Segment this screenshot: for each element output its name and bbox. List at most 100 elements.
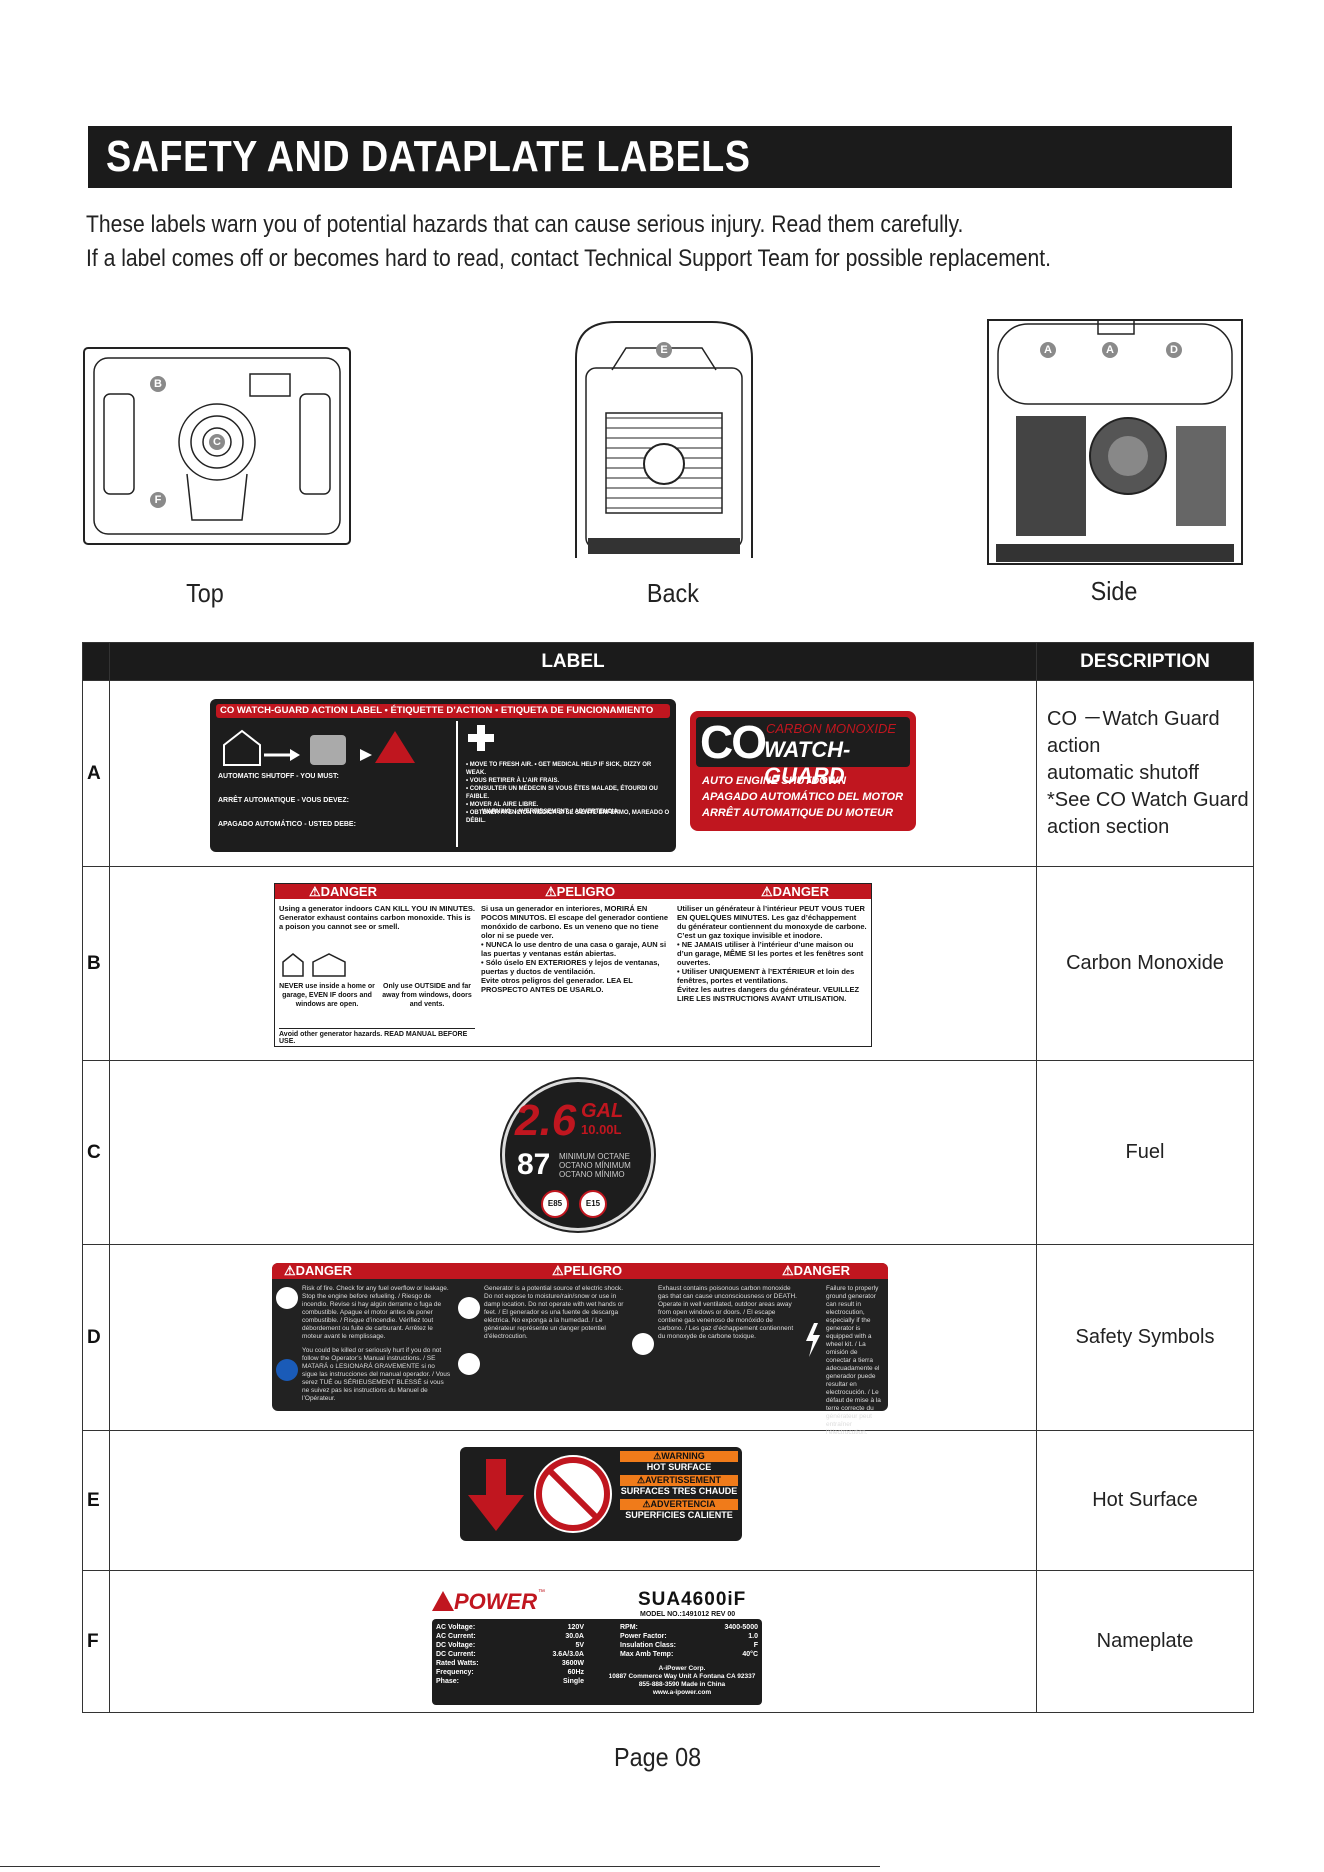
marker-d: D — [1166, 342, 1182, 358]
desc-a: CO －Watch Guard action automatic shutoff… — [1036, 680, 1254, 867]
desc-e: Hot Surface — [1036, 1430, 1254, 1571]
page-title: SAFETY AND DATAPLATE LABELS — [106, 132, 751, 181]
desc-d: Safety Symbols — [1036, 1244, 1254, 1431]
section-title-bar: SAFETY AND DATAPLATE LABELS — [88, 126, 1232, 188]
row-letter-d: D — [82, 1244, 110, 1431]
page-number: Page 08 — [614, 1742, 702, 1772]
fuel-liters: 10.00L — [581, 1122, 622, 1137]
danger-2: ⚠DANGER — [761, 884, 829, 899]
label-b-never: NEVER use inside a home or garage, EVEN … — [279, 983, 375, 1008]
label-a-es-title: APAGADO AUTOMÁTICO - USTED DEBE: — [218, 821, 356, 828]
octane-text: MINIMUM OCTANE OCTANO MÍNIMUM OCTANO MÍN… — [559, 1152, 631, 1179]
generator-top-view: B C F — [82, 346, 352, 546]
table-header: LABEL DESCRIPTION — [82, 642, 1254, 681]
no-e15-icon: E15 — [579, 1190, 607, 1218]
danger-2: ⚠DANGER — [782, 1263, 850, 1278]
label-a-divider — [456, 721, 458, 847]
medical-cross-icon — [466, 723, 496, 753]
generator-back-view: E — [566, 318, 762, 564]
row-letter-c: C — [82, 1060, 110, 1245]
label-cell-d: ⚠DANGER ⚠PELIGRO ⚠DANGER Risk of fire. C… — [109, 1244, 1037, 1436]
marker-f: F — [150, 492, 166, 508]
badge-sub: CARBON MONOXIDE — [766, 721, 897, 736]
header-description: DESCRIPTION — [1036, 642, 1254, 681]
label-a-warning: WARNING: / AVERTISSEMENT: / ADVERTENCIA: — [482, 809, 620, 815]
label-a-fr-title: ARRÊT AUTOMATIQUE - VOUS DEVEZ: — [218, 797, 349, 804]
label-d-col4: Failure to properly ground generator can… — [826, 1285, 881, 1436]
marker-a-2: A — [1102, 342, 1118, 358]
badge-en: AUTO ENGINE SHUTDOWN — [702, 775, 847, 787]
label-cell-f: POWER ™ SUA4600iF MODEL NO.:1491012 REV … — [109, 1570, 1037, 1713]
fuel-capacity: 2.6 — [515, 1096, 577, 1145]
intro-line-1: These labels warn you of potential hazar… — [86, 211, 964, 238]
row-letter-b: B — [82, 866, 110, 1061]
badge-es: APAGADO AUTOMÁTICO DEL MOTOR — [702, 791, 904, 803]
peligro: ⚠PELIGRO — [545, 884, 616, 899]
no-touch-hot-icon — [534, 1455, 612, 1533]
octane-number: 87 — [517, 1148, 551, 1181]
model: SUA4600iF — [638, 1589, 747, 1610]
toxic-fumes-icon — [632, 1333, 654, 1355]
brand: POWER — [454, 1589, 538, 1614]
label-a-instructions: • MOVE TO FRESH AIR. • GET MEDICAL HELP … — [466, 762, 670, 824]
row-letter-a: A — [82, 680, 110, 867]
caption-side: Side — [1090, 576, 1138, 606]
company-info: A-iPower Corp. 10887 Commerce Way Unit A… — [608, 1665, 756, 1696]
house-garage-icon — [279, 950, 363, 978]
no-rain-icon — [458, 1353, 480, 1375]
badge-fr: ARRÊT AUTOMATIQUE DU MOTEUR — [702, 807, 894, 819]
label-b-avoid: Avoid other generator hazards. READ MANU… — [279, 1028, 475, 1045]
label-d-col3: Exhaust contains poisonous carbon monoxi… — [658, 1285, 797, 1340]
down-arrow-icon — [468, 1459, 524, 1531]
lightning-icon — [804, 1323, 822, 1357]
right-keys: RPM: Power Factor: Insulation Class: Max… — [620, 1624, 677, 1658]
apower-logo-icon — [432, 1591, 454, 1611]
danger-1: ⚠DANGER — [284, 1263, 352, 1278]
intro-line-2: If a label comes off or becomes hard to … — [86, 245, 1052, 272]
caption-top: Top — [186, 578, 224, 608]
brand-tm: ™ — [538, 1589, 545, 1596]
no-e85-icon: E85 — [541, 1190, 569, 1218]
label-cell-a: CO WATCH-GUARD ACTION LABEL • ÉTIQUETTE … — [109, 680, 1037, 867]
nameplate-label: POWER ™ SUA4600iF MODEL NO.:1491012 REV … — [432, 1589, 762, 1705]
hot-surface-text: ⚠WARNING HOT SURFACE ⚠AVERTISSEMENT SURF… — [620, 1451, 738, 1520]
table-row: C 2.6 GAL 10.00L 87 MINIMUM OCTANE OCTAN… — [82, 1060, 1254, 1245]
label-a-header: CO WATCH-GUARD ACTION LABEL • ÉTIQUETTE … — [216, 704, 670, 718]
desc-f: Nameplate — [1036, 1570, 1254, 1713]
label-b-only: Only use OUTSIDE and far away from windo… — [382, 983, 472, 1008]
caption-back: Back — [646, 578, 699, 608]
row-letter-f: F — [82, 1570, 110, 1713]
desc-b: Carbon Monoxide — [1036, 866, 1254, 1061]
label-b-en: Using a generator indoors CAN KILL YOU I… — [279, 904, 475, 931]
labels-table: LABEL DESCRIPTION A CO WATCH-GUARD ACTIO… — [82, 642, 1254, 1713]
row-letter-e: E — [82, 1430, 110, 1571]
label-d-col1: Risk of fire. Check for any fuel overflo… — [302, 1285, 451, 1402]
table-row: A CO WATCH-GUARD ACTION LABEL • ÉTIQUETT… — [82, 680, 1254, 867]
fire-hazard-icon — [276, 1287, 298, 1309]
badge-co: CO — [700, 716, 767, 768]
read-manual-icon — [276, 1359, 298, 1381]
co-watch-guard-badge: CO CARBON MONOXIDE WATCH-GUARD AUTO ENGI… — [690, 711, 916, 831]
electric-shock-icon — [458, 1297, 480, 1319]
label-cell-c: 2.6 GAL 10.00L 87 MINIMUM OCTANE OCTANO … — [109, 1060, 1037, 1245]
label-a-en-title: AUTOMATIC SHUTOFF - YOU MUST: — [218, 773, 339, 780]
model-no: MODEL NO.:1491012 REV 00 — [640, 1611, 736, 1618]
co-watch-guard-action-label: CO WATCH-GUARD ACTION LABEL • ÉTIQUETTE … — [210, 699, 676, 852]
marker-b: B — [150, 376, 166, 392]
label-cell-b: ⚠DANGER ⚠PELIGRO ⚠DANGER Using a generat… — [109, 866, 1037, 1061]
safety-symbols-label: ⚠DANGER ⚠PELIGRO ⚠DANGER Risk of fire. C… — [272, 1263, 888, 1436]
label-b-es: Si usa un generador en interiores, MORIR… — [481, 904, 668, 994]
desc-c: Fuel — [1036, 1060, 1254, 1245]
left-keys: AC Voltage: AC Current: DC Voltage: DC C… — [436, 1624, 479, 1685]
peligro: ⚠PELIGRO — [552, 1263, 623, 1278]
co-danger-label: ⚠DANGER ⚠PELIGRO ⚠DANGER Using a generat… — [274, 883, 872, 1047]
table-row: F POWER ™ SUA4600iF MODEL NO.:1491012 RE… — [82, 1570, 1254, 1713]
badge-name: WATCH-GUARD — [764, 737, 851, 788]
right-values: 3400-5000 1.0 F 40°C — [724, 1624, 758, 1658]
table-row: B ⚠DANGER ⚠PELIGRO ⚠DANGER Using a gener… — [82, 866, 1254, 1061]
hot-surface-label: ⚠WARNING HOT SURFACE ⚠AVERTISSEMENT SURF… — [460, 1447, 742, 1541]
table-row: D ⚠DANGER ⚠PELIGRO ⚠DANGER Risk of fire.… — [82, 1244, 1254, 1436]
bottom-rule — [0, 1866, 880, 1867]
danger-1: ⚠DANGER — [309, 884, 377, 899]
marker-c: C — [209, 434, 225, 450]
